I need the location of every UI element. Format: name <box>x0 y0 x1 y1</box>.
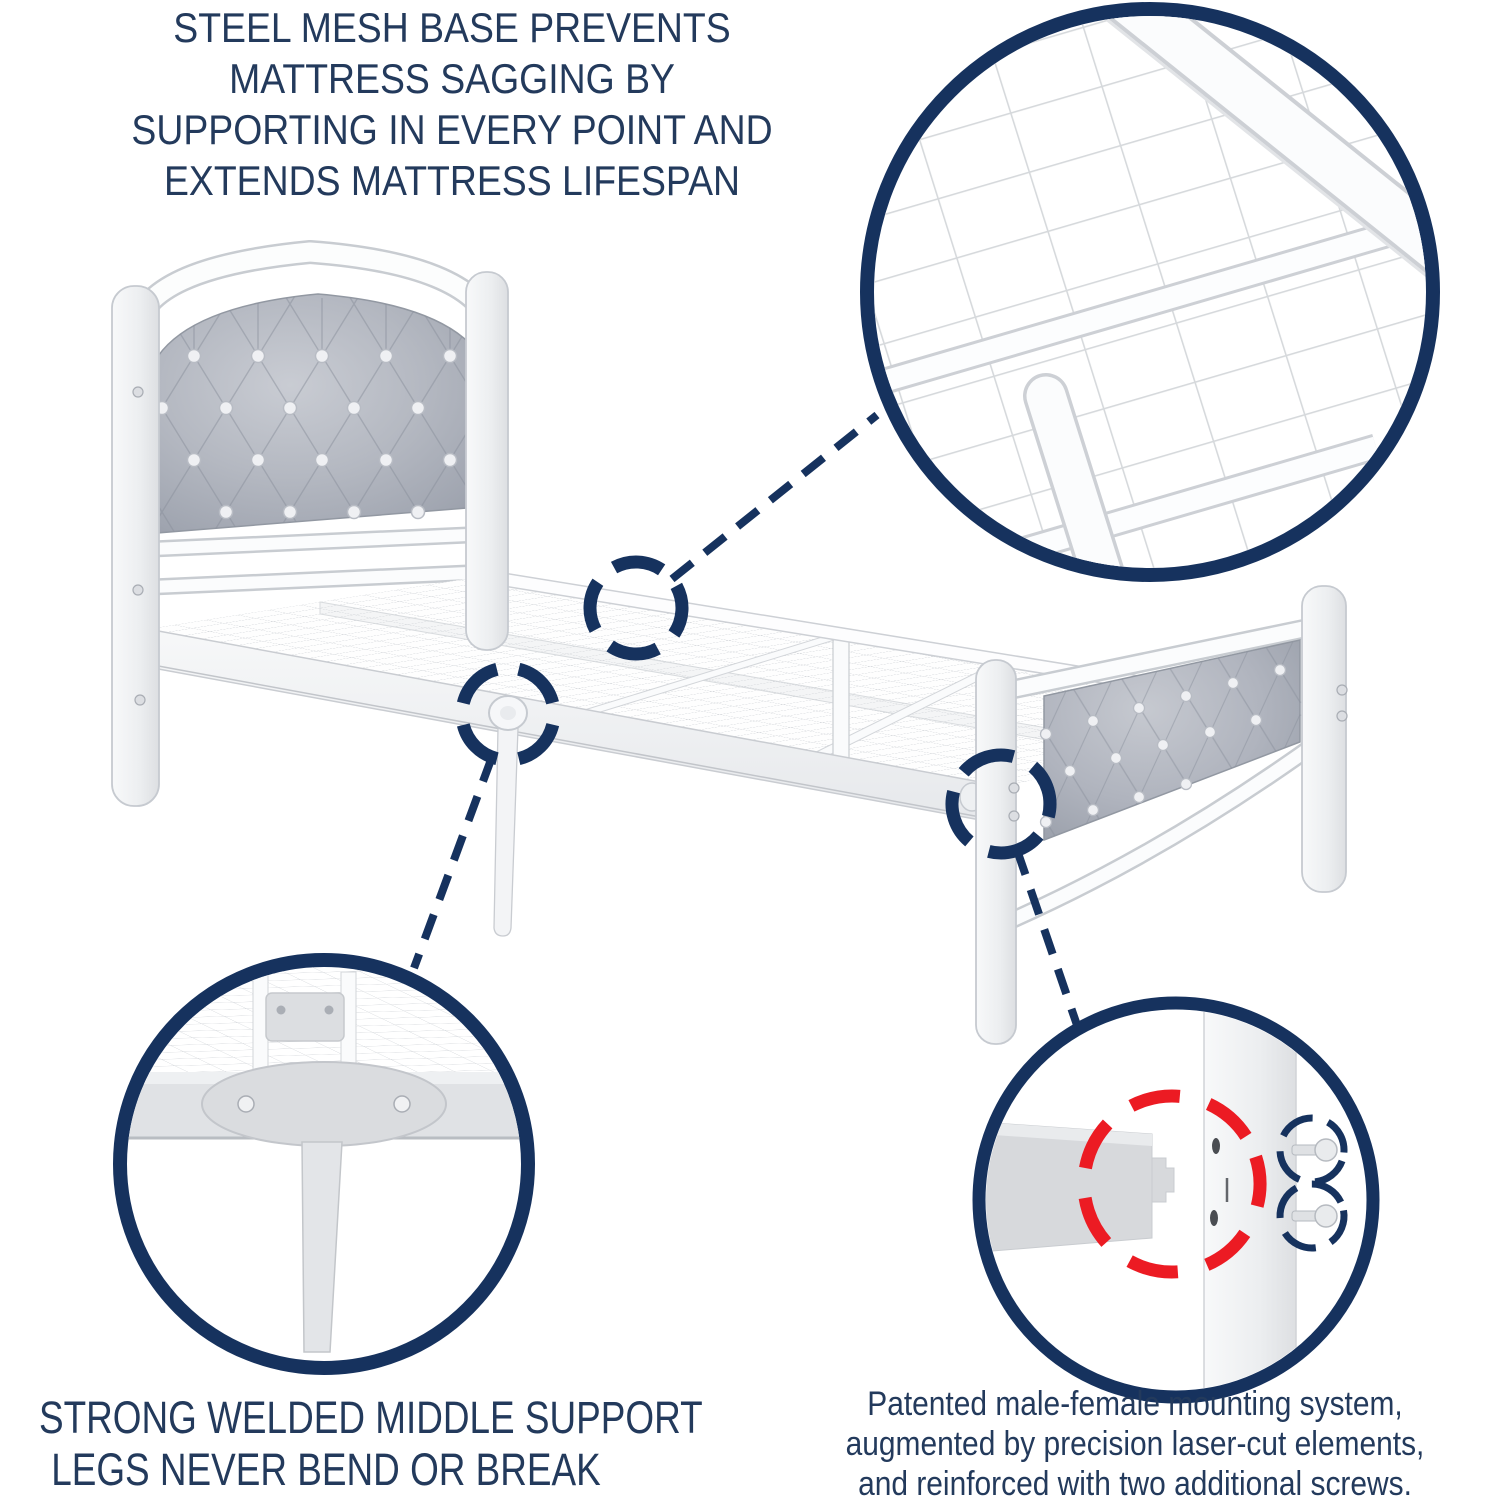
leader-line-leg <box>410 755 496 970</box>
caption-line: LEGS NEVER BEND OR BREAK <box>51 1444 601 1495</box>
middle-support-leg <box>488 695 528 937</box>
headboard-rails <box>143 526 477 596</box>
support-leg-detail <box>301 1141 343 1353</box>
headboard-right-post <box>465 271 509 651</box>
headboard <box>111 239 509 807</box>
screw-detail-top <box>1276 1114 1348 1186</box>
screw-detail-bottom <box>1276 1180 1348 1252</box>
rail-male-end <box>986 1121 1175 1253</box>
caption-line: MATTRESS SAGGING BY <box>229 55 675 102</box>
mount-highlight-circle-icon <box>1077 1089 1267 1279</box>
mesh-deck <box>141 571 1313 825</box>
footboard <box>959 585 1348 1045</box>
support-legs-caption: STRONG WELDED MIDDLE SUPPORT LEGS NEVER … <box>39 1392 703 1496</box>
headboard-left-post <box>111 285 160 807</box>
headboard-post-screws <box>132 386 146 706</box>
mounting-system-caption: Patented male-female mounting system, au… <box>827 1384 1443 1500</box>
steel-mesh-caption: STEEL MESH BASE PREVENTS MATTRESS SAGGIN… <box>123 2 782 206</box>
caption-line: STRONG WELDED MIDDLE SUPPORT <box>39 1392 703 1443</box>
caption-line: STEEL MESH BASE PREVENTS <box>173 4 731 51</box>
leader-line-mesh <box>669 411 880 583</box>
caption-line: SUPPORTING IN EVERY POINT AND <box>131 106 773 153</box>
bed-frame <box>111 239 1348 1045</box>
caption-line: augmented by precision laser-cut element… <box>845 1425 1425 1463</box>
middle-leg-zoom-callout <box>113 953 535 1375</box>
caption-line: Patented male-female mounting system, <box>867 1385 1403 1423</box>
footboard-post-screws <box>1008 684 1348 822</box>
middle-leg-target-icon <box>455 661 561 767</box>
headboard-cushion <box>143 293 493 535</box>
leader-line-mount <box>1013 848 1082 1030</box>
footboard-buttons <box>1039 663 1287 829</box>
mounting-zoom-callout <box>972 996 1380 1404</box>
caption-line: and reinforced with two additional screw… <box>858 1465 1412 1500</box>
footboard-far-post <box>1301 585 1347 893</box>
annotation-markers <box>410 411 1082 1030</box>
corner-mount-target-icon <box>945 748 1057 860</box>
caption-line: EXTENDS MATTRESS LIFESPAN <box>163 157 741 204</box>
mesh-junction-target-icon <box>583 555 689 661</box>
steel-mesh-zoom-callout <box>860 2 1440 582</box>
headboard-buttons <box>154 348 490 520</box>
